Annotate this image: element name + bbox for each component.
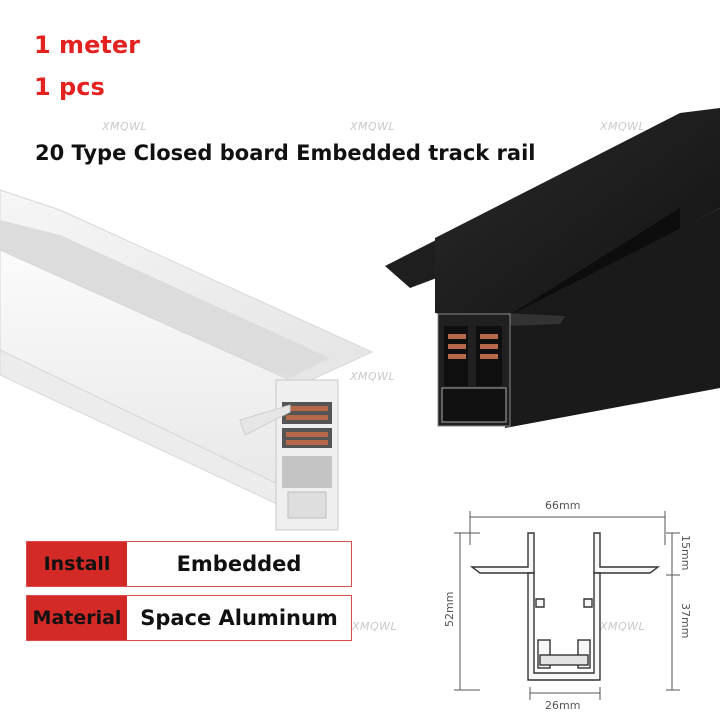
- white-track-rail-image: [0, 189, 374, 531]
- dim-width-top: 66mm: [545, 499, 580, 512]
- dim-width-bottom: 26mm: [545, 699, 580, 712]
- watermark: XMQWL: [350, 120, 396, 133]
- spec-value-material: Space Aluminum: [140, 606, 338, 630]
- watermark: XMQWL: [600, 120, 646, 133]
- watermark: XMQWL: [600, 620, 646, 633]
- spec-label-install: Install: [27, 542, 127, 586]
- spec-row-install: Install Embedded: [26, 541, 352, 587]
- dim-height-bottom: 37mm: [679, 603, 692, 638]
- watermark: XMQWL: [350, 370, 396, 383]
- black-track-rail-image: [385, 108, 720, 428]
- spec-label-material: Material: [27, 596, 127, 640]
- dim-height-top: 15mm: [679, 535, 692, 570]
- dim-height-total: 52mm: [443, 592, 456, 627]
- product-title: 20 Type Closed board Embedded track rail: [35, 141, 536, 165]
- cross-section-drawing: 66mm 52mm 15mm 37mm 26mm: [443, 499, 692, 712]
- spec-value-install: Embedded: [176, 552, 302, 576]
- spec-row-material: Material Space Aluminum: [26, 595, 352, 641]
- quantity-label: 1 pcs: [34, 73, 105, 101]
- watermark: XMQWL: [352, 620, 398, 633]
- length-label: 1 meter: [34, 31, 140, 59]
- watermark: XMQWL: [102, 120, 148, 133]
- spec-table: Install Embedded Material Space Aluminum: [26, 541, 352, 649]
